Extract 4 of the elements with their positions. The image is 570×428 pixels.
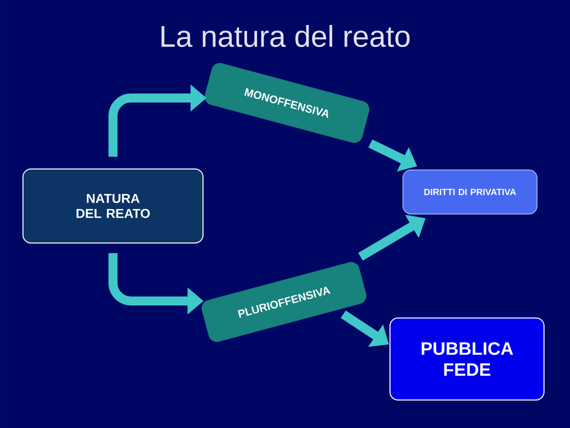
process-box: NATURA DEL REATO: [22, 168, 204, 244]
title: La natura del reato: [162, 24, 410, 48]
result-box: DIRITTI DI PRIVATIVA: [402, 170, 538, 214]
result-box: PUBBLICA FEDE: [390, 317, 544, 400]
